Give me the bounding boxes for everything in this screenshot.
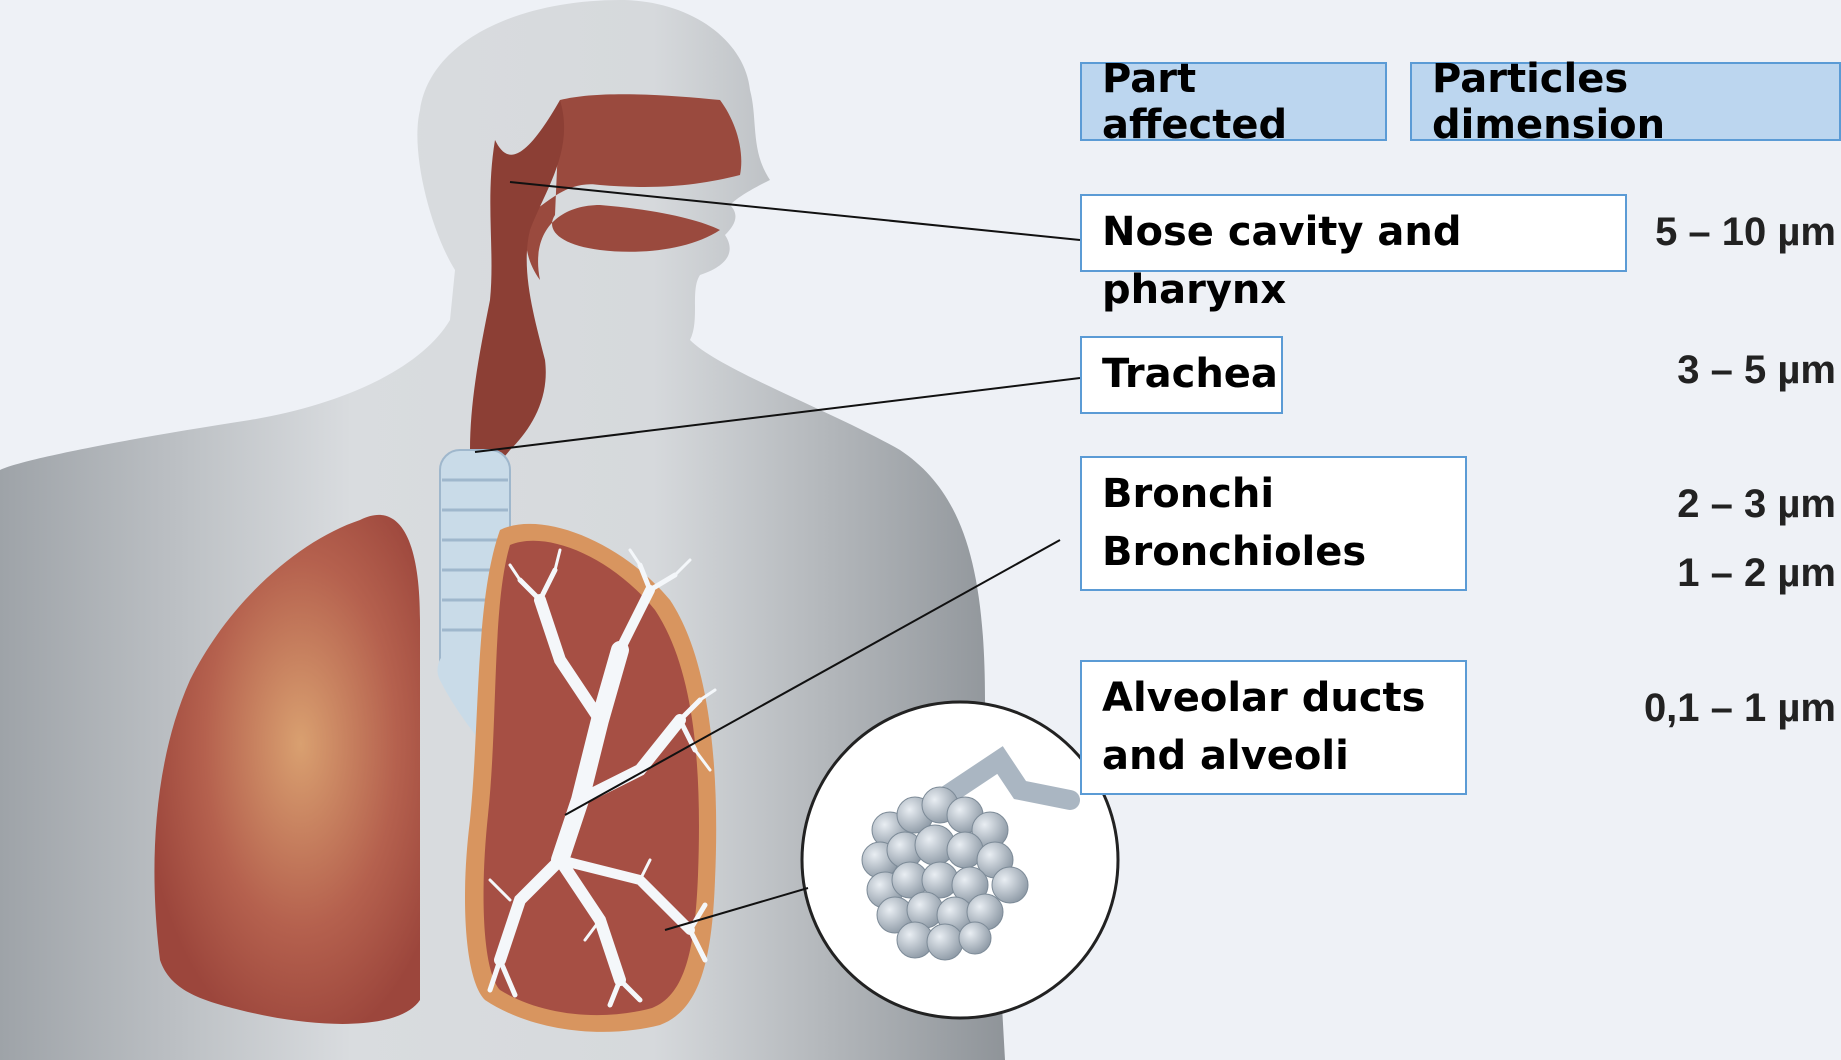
header-dimension-label: Particles dimension	[1432, 56, 1839, 148]
dim-trachea: 3 – 5 µm	[1677, 348, 1836, 393]
dim-nose-cavity: 5 – 10 µm	[1655, 210, 1836, 255]
part-alveoli: and alveoli	[1102, 727, 1465, 785]
label-trachea: Trachea	[1080, 336, 1283, 414]
part-alveolar-ducts: Alveolar ducts	[1102, 669, 1465, 727]
part-nose-cavity: Nose cavity and pharynx	[1102, 203, 1625, 319]
label-bronchi: Bronchi Bronchioles	[1080, 456, 1467, 591]
alveoli-inset	[802, 702, 1118, 1018]
header-part-label: Part affected	[1102, 56, 1385, 148]
label-nose-cavity: Nose cavity and pharynx	[1080, 194, 1627, 272]
dim-bronchioles: 1 – 2 µm	[1677, 551, 1836, 596]
header-particles-dimension: Particles dimension	[1410, 62, 1841, 141]
label-alveoli: Alveolar ducts and alveoli	[1080, 660, 1467, 795]
header-part-affected: Part affected	[1080, 62, 1387, 141]
dim-alveoli: 0,1 – 1 µm	[1644, 686, 1836, 731]
part-bronchi: Bronchi	[1102, 465, 1465, 523]
dim-bronchi: 2 – 3 µm	[1677, 482, 1836, 527]
part-trachea: Trachea	[1102, 345, 1281, 403]
part-bronchioles: Bronchioles	[1102, 523, 1465, 581]
